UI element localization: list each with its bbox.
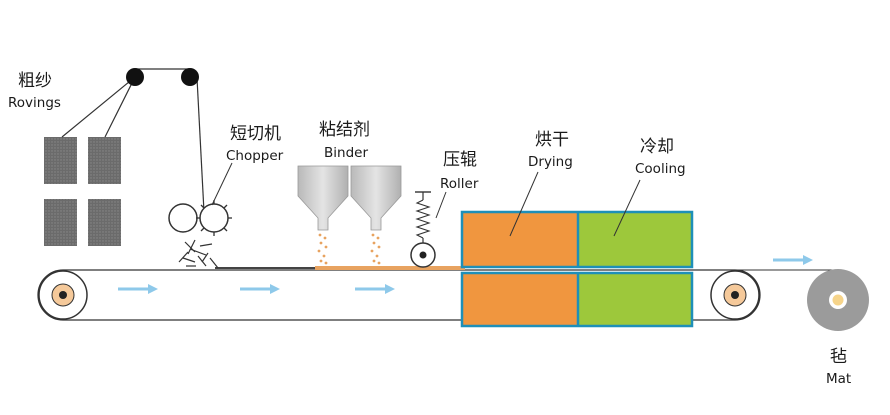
arrow-icon: [773, 255, 813, 265]
drying-label-cn: 烘干: [535, 130, 569, 150]
press-roller-icon: [410, 191, 436, 268]
roller-label-cn: 压辊: [443, 150, 477, 170]
mat-label-cn: 毡: [830, 347, 847, 367]
right-pulley-icon: [710, 270, 760, 320]
chopper-icon: [168, 200, 232, 236]
arrow-icon: [118, 284, 158, 294]
guide-pulley-icon: [181, 68, 199, 86]
mat-roll-icon: [807, 269, 869, 331]
drying-zone-top: [462, 212, 578, 267]
binder-hopper-icon: [297, 165, 349, 231]
arrow-icon: [240, 284, 280, 294]
chopper-label-en: Chopper: [226, 148, 284, 164]
cooling-zone-top: [578, 212, 692, 267]
belt-direction-arrows: [118, 255, 813, 294]
chopped-strands-icon: [178, 239, 219, 269]
cooling-label-cn: 冷却: [640, 137, 674, 157]
binder-spray-icon: [317, 233, 381, 265]
roving-feed-lines: [61, 68, 205, 213]
roller-label-en: Roller: [440, 176, 479, 192]
left-pulley-icon: [38, 270, 88, 320]
drying-zone-bottom: [462, 273, 578, 326]
binder-label-cn: 粘结剂: [319, 120, 370, 140]
binder-fiber-layer: [315, 266, 465, 270]
cooling-zone-bottom: [578, 273, 692, 326]
roving-creels: [44, 137, 121, 246]
labels: 粗纱 Rovings 短切机 Chopper 粘结剂 Binder 压辊 Rol…: [8, 71, 851, 387]
drying-label-en: Drying: [528, 154, 573, 170]
conveyor-belt: [37, 269, 761, 321]
cooling-label-en: Cooling: [635, 161, 686, 177]
rovings-label-cn: 粗纱: [18, 71, 52, 91]
binder-label-en: Binder: [324, 145, 368, 161]
guide-pulley-icon: [126, 68, 144, 86]
binder-hopper-icon: [350, 165, 402, 231]
mat-label-en: Mat: [826, 371, 851, 387]
arrow-icon: [355, 284, 395, 294]
leader-lines: [211, 162, 641, 237]
rovings-label-en: Rovings: [8, 95, 61, 111]
oven: [460, 210, 694, 328]
chopper-label-cn: 短切机: [230, 124, 281, 144]
